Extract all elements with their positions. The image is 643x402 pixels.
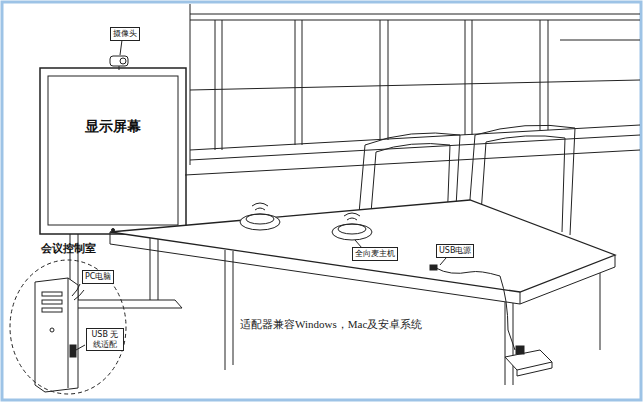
inset-ellipse	[10, 260, 126, 394]
pc-label: PC电脑	[82, 270, 114, 284]
label-text: 摄像头	[113, 29, 137, 39]
label-text: PC电脑	[85, 272, 111, 282]
usb-power-label: USB电源	[436, 244, 474, 258]
label-text: 显示屏幕	[48, 118, 178, 135]
usb-adapter-label: USB 无线适配	[86, 328, 124, 351]
inset-heading: 会议控制室	[8, 242, 128, 255]
display-screen: 显示屏幕	[48, 76, 178, 225]
label-text: USB 无线适配	[89, 330, 121, 349]
label-text: USB电源	[439, 246, 471, 256]
mic-host-label: 全向麦主机	[352, 247, 398, 261]
control-room-inset: 会议控制室 PC电脑 USB 无线适配	[8, 242, 128, 396]
camera-label: 摄像头	[110, 27, 140, 41]
label-text: 全向麦主机	[355, 249, 395, 259]
note-text: 适配器兼容Windows，Mac及安卓系统	[238, 318, 424, 331]
